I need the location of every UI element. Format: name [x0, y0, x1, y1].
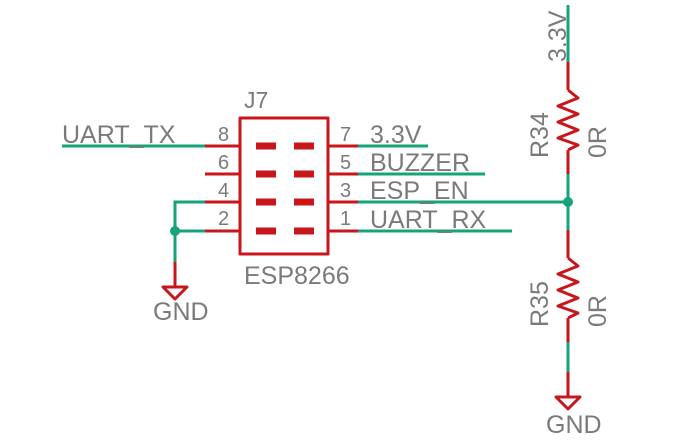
net-label-uart-rx: UART_RX [370, 206, 487, 234]
connector-value: ESP8266 [244, 262, 350, 290]
ground-label-left: GND [153, 298, 209, 326]
junction-gnd-left [170, 226, 180, 236]
ground-label-right: GND [546, 411, 602, 439]
r34-zigzag [556, 88, 580, 152]
r34-value: 0R [584, 126, 612, 158]
r35-value: 0R [584, 295, 612, 327]
junction-esp-en [563, 197, 573, 207]
net-label-uart-tx: UART_TX [62, 121, 176, 149]
connector-body [238, 116, 330, 256]
ground-symbol-left: GND [153, 262, 209, 326]
pin-number-4: 4 [218, 180, 229, 202]
resistor-r34: R34 0R [526, 62, 612, 174]
pin-number-6: 6 [218, 152, 229, 174]
resistor-r35: R35 0R [526, 230, 612, 342]
pin-number-3: 3 [340, 180, 351, 202]
pin-number-7: 7 [340, 124, 351, 146]
r35-ref: R35 [526, 281, 554, 327]
wires [62, 5, 570, 372]
ground-icon [554, 395, 582, 411]
connector-ref: J7 [244, 87, 268, 113]
net-label-esp-en: ESP_EN [370, 177, 469, 205]
r34-ref: R34 [526, 112, 554, 158]
supply-label-3v3: 3.3V [544, 10, 572, 62]
pin-number-1: 1 [340, 208, 351, 230]
net-label-buzzer: BUZZER [370, 149, 470, 177]
wire-gnd-pin4 [173, 200, 205, 233]
pin-number-5: 5 [340, 152, 351, 174]
r35-zigzag [556, 256, 580, 320]
net-label-3v3: 3.3V [370, 121, 422, 149]
connector-j7: J7 ESP8266 8 6 4 2 7 5 3 1 [205, 87, 358, 290]
pin-number-8: 8 [218, 124, 229, 146]
ground-symbol-right: GND [546, 372, 602, 439]
pin-number-2: 2 [218, 208, 229, 230]
